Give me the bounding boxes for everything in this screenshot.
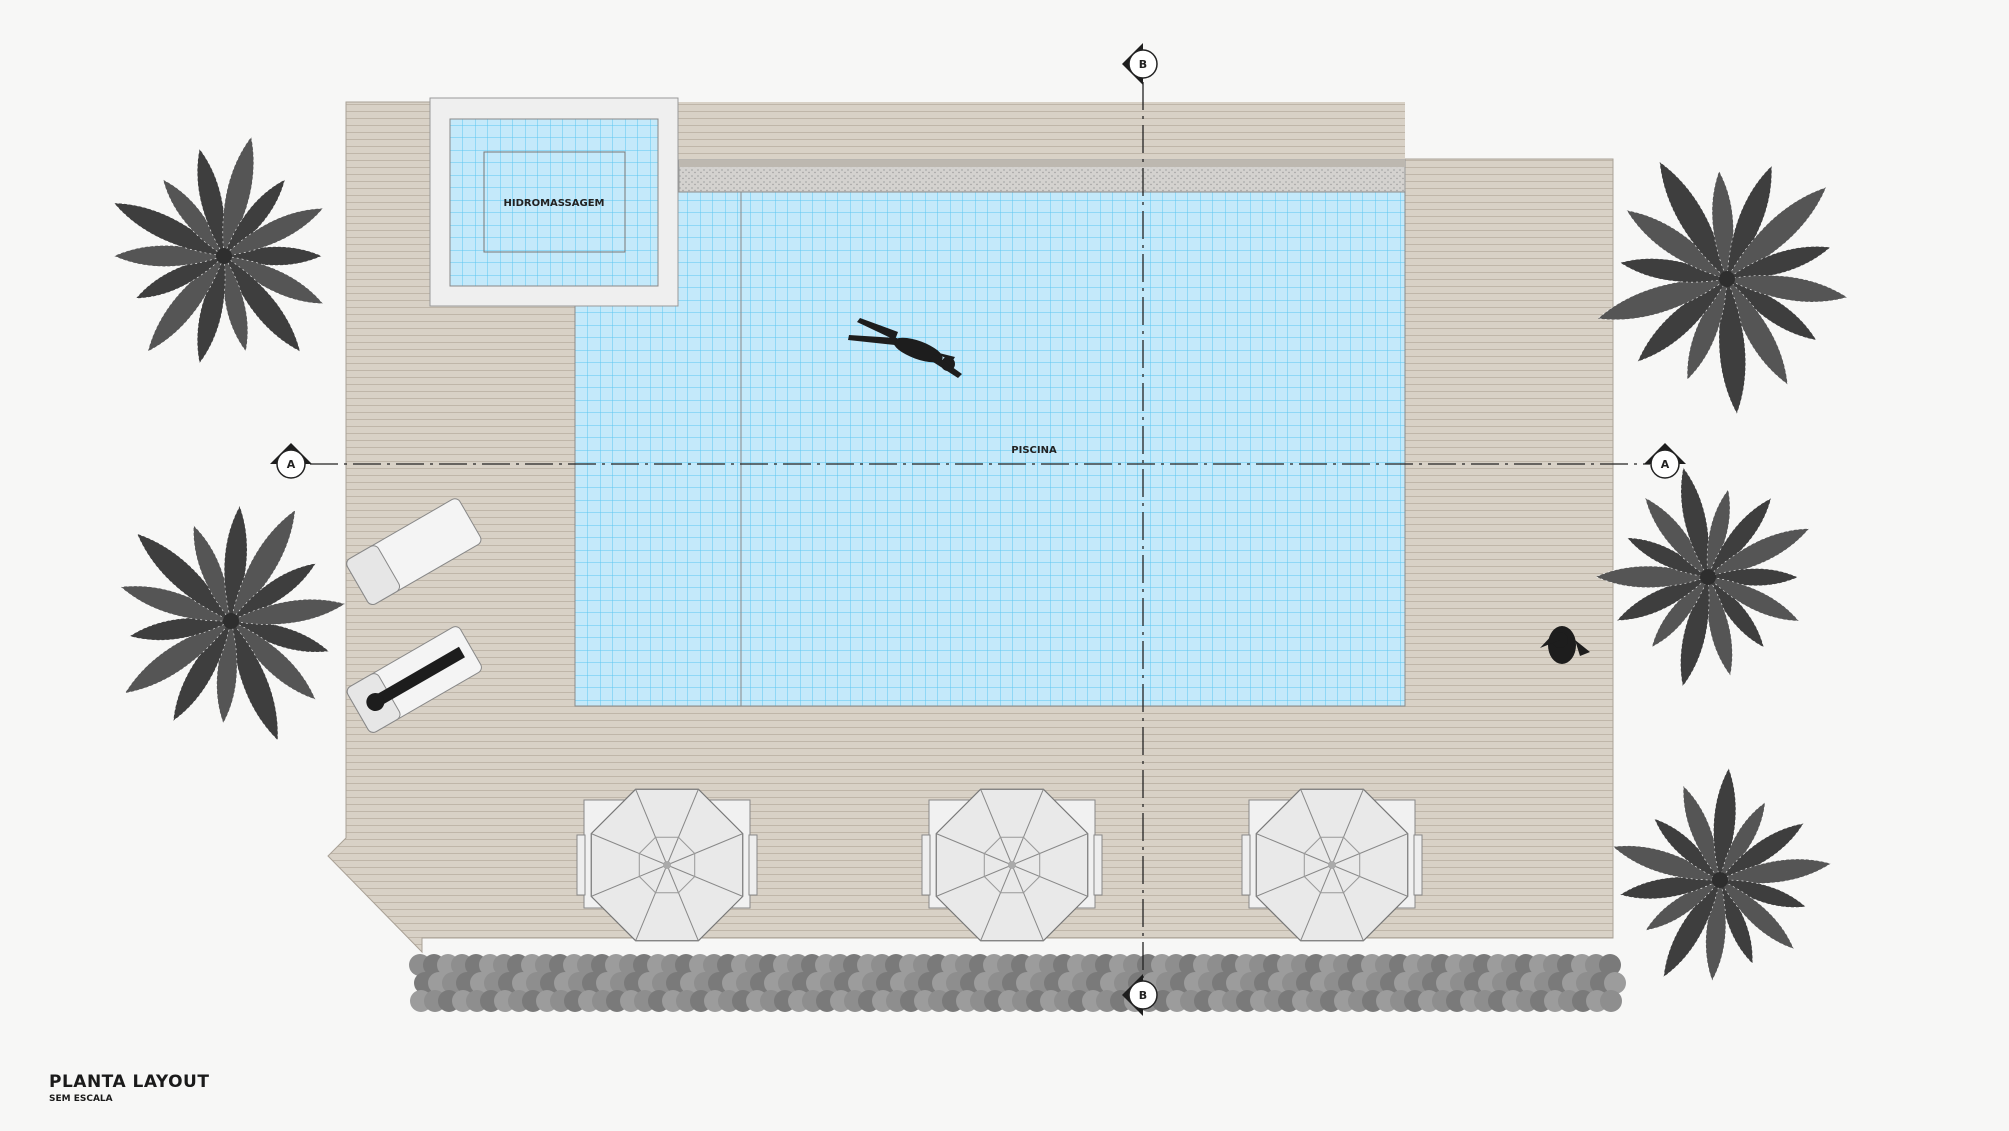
drawing-scale-note: SEM ESCALA [49, 1094, 113, 1104]
hedge-leaf [1600, 990, 1622, 1012]
sun-lounger [346, 626, 482, 733]
palm-tree [1612, 767, 1832, 982]
pool-edge [679, 160, 1405, 167]
svg-text:A: A [287, 458, 296, 471]
swimmer-figure [848, 318, 962, 378]
hedge-leaf [1604, 972, 1626, 994]
palm-tree [113, 136, 324, 364]
hedge [409, 954, 1626, 1012]
drawing-title: PLANTA LAYOUT [49, 1072, 210, 1092]
hedge-leaf [1599, 954, 1621, 976]
svg-text:B: B [1139, 58, 1147, 71]
section-marker-b-bottom: B [1122, 974, 1158, 1016]
palm-tree [1595, 467, 1810, 687]
umbrella-table-set [921, 788, 1103, 942]
umbrella-table-set [1241, 788, 1423, 942]
section-marker-a-left: A [270, 443, 312, 479]
section-marker-b-top: B [1122, 43, 1158, 85]
umbrella-table-set [576, 788, 758, 942]
jacuzzi-label: HIDROMASSAGEM [504, 198, 605, 209]
person-figure [1540, 626, 1590, 664]
palm-tree [120, 505, 346, 741]
jacuzzi: HIDROMASSAGEM [429, 97, 679, 307]
pool: PISCINA [574, 191, 1406, 707]
svg-text:B: B [1139, 989, 1147, 1002]
sun-lounger [346, 498, 482, 605]
palm-tree [1597, 161, 1848, 415]
section-marker-a-right: A [1644, 443, 1686, 479]
svg-text:A: A [1661, 458, 1670, 471]
pool-label: PISCINA [1011, 445, 1057, 456]
